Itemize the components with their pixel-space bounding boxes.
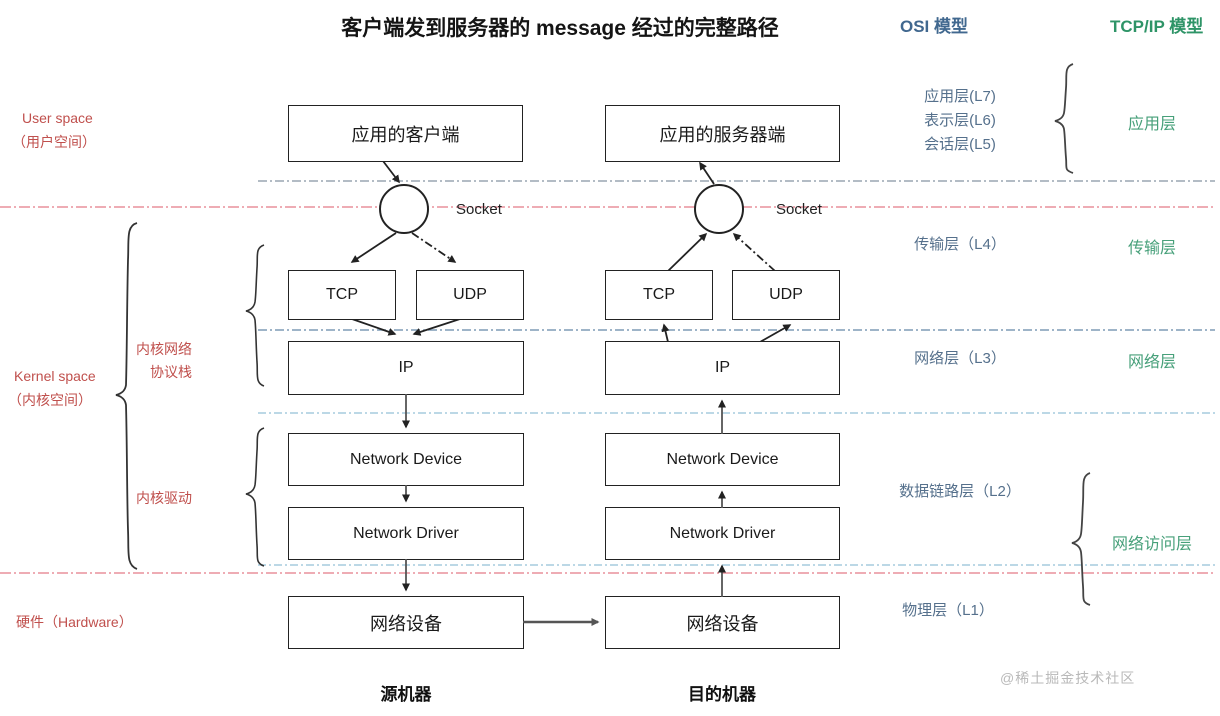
user-space-label-cn: （用户空间） — [12, 134, 96, 150]
user-space-label-en: User space — [22, 110, 93, 126]
osi-layer-l7: 应用层(L7) — [924, 88, 996, 105]
socket-circle-dest — [694, 184, 744, 234]
brace-tcpip-application — [1054, 63, 1074, 174]
box-hardware-nic-source[interactable]: 网络设备 — [289, 597, 523, 648]
osi-layer-l6: 表示层(L6) — [924, 112, 996, 129]
box-tcp-dest[interactable]: TCP — [606, 271, 712, 319]
dest-machine-label: 目的机器 — [688, 685, 756, 704]
hardware-label: 硬件（Hardware） — [16, 614, 133, 630]
brace-tcpip-network-access — [1071, 472, 1091, 606]
tcpip-layer-application: 应用层 — [1127, 116, 1177, 133]
watermark: @稀土掘金技术社区 — [1000, 670, 1136, 686]
tcpip-layer-transport: 传输层 — [1127, 240, 1177, 257]
socket-label-source: Socket — [456, 201, 502, 218]
kernel-driver-label: 内核驱动 — [136, 490, 192, 506]
osi-layer-l1: 物理层（L1） — [902, 602, 994, 619]
socket-circle-source — [379, 184, 429, 234]
box-ip-dest[interactable]: IP — [606, 342, 839, 394]
box-server-app[interactable]: 应用的服务器端 — [606, 106, 839, 161]
osi-layer-l4: 传输层（L4） — [914, 236, 1006, 253]
brace-kernel-space — [115, 222, 138, 570]
box-client-app[interactable]: 应用的客户端 — [289, 106, 522, 161]
socket-label-dest: Socket — [776, 201, 822, 218]
box-network-driver-source[interactable]: Network Driver — [289, 508, 523, 559]
box-ip-source[interactable]: IP — [289, 342, 523, 394]
osi-layer-l5: 会话层(L5) — [924, 136, 996, 153]
box-hardware-nic-dest[interactable]: 网络设备 — [606, 597, 839, 648]
flow-arrows-dest — [661, 161, 792, 597]
brace-kernel-driver — [245, 427, 265, 567]
box-tcp-source[interactable]: TCP — [289, 271, 395, 319]
tcpip-layer-network-access: 网络访问层 — [1111, 536, 1193, 553]
brace-kernel-net-stack — [245, 244, 265, 387]
kernel-net-stack-label-line2: 协议栈 — [150, 364, 192, 380]
osi-layer-l2: 数据链路层（L2） — [899, 483, 1021, 500]
box-udp-dest[interactable]: UDP — [733, 271, 839, 319]
osi-layer-l3: 网络层（L3） — [914, 350, 1006, 367]
box-network-device-dest[interactable]: Network Device — [606, 434, 839, 485]
osi-model-header: OSI 模型 — [900, 17, 969, 36]
flow-arrows-source — [350, 160, 461, 592]
tcpip-layer-network: 网络层 — [1127, 354, 1177, 371]
box-network-device-source[interactable]: Network Device — [289, 434, 523, 485]
box-udp-source[interactable]: UDP — [417, 271, 523, 319]
page-title: 客户端发到服务器的 message 经过的完整路径 — [341, 17, 779, 40]
tcpip-model-header: TCP/IP 模型 — [1110, 17, 1204, 36]
kernel-space-label-en: Kernel space — [14, 368, 96, 384]
kernel-net-stack-label-line1: 内核网络 — [136, 341, 192, 357]
source-machine-label: 源机器 — [380, 685, 432, 704]
box-network-driver-dest[interactable]: Network Driver — [606, 508, 839, 559]
kernel-space-label-cn: （内核空间） — [8, 392, 92, 408]
